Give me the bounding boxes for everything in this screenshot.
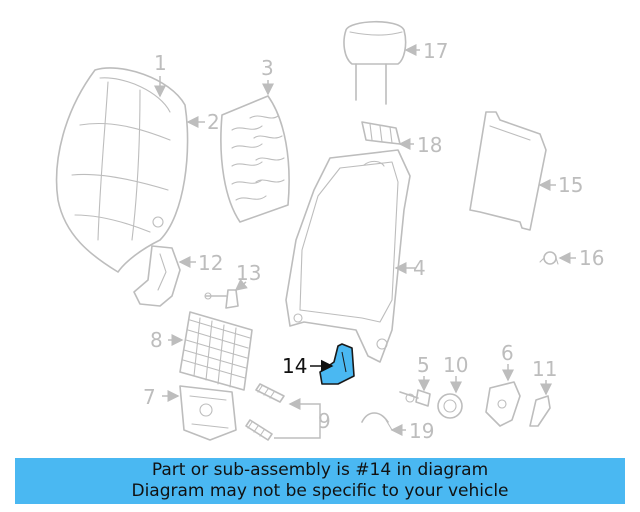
recliner-bracket [485, 381, 521, 427]
callout-12: 12 [198, 251, 223, 275]
lumbar-motor [179, 385, 237, 441]
seat-back-frame [285, 149, 411, 363]
pin [204, 289, 239, 309]
callout-7: 7 [143, 385, 156, 409]
info-banner: Part or sub-assembly is #14 in diagram D… [15, 458, 625, 504]
callout-4: 4 [413, 256, 426, 280]
callout-1: 1 [154, 51, 167, 75]
headrest [343, 20, 407, 105]
callout-2: 2 [207, 110, 220, 134]
callout-10: 10 [443, 353, 468, 377]
callout-11: 11 [532, 357, 557, 381]
knob [437, 393, 463, 419]
lumbar-pad [220, 95, 290, 223]
callout-13: 13 [236, 261, 261, 285]
banner-line-2: Diagram may not be specific to your vehi… [131, 481, 509, 501]
callout-8: 8 [150, 328, 163, 352]
part-14-bracket [319, 343, 355, 385]
callout-16: 16 [579, 246, 604, 270]
seat-back-cover [55, 67, 189, 273]
side-bracket [133, 245, 181, 307]
callout-6: 6 [501, 341, 514, 365]
callout-18: 18 [417, 133, 442, 157]
banner-line-1: Part or sub-assembly is #14 in diagram [151, 460, 489, 480]
lumbar-mesh [179, 311, 253, 391]
lumbar-cables [245, 383, 285, 441]
bolt [399, 389, 431, 407]
callout-9: 9 [318, 409, 331, 433]
trim-cover [529, 395, 551, 427]
callout-19: 19 [409, 419, 434, 443]
wire-clip [361, 412, 393, 431]
callout-15: 15 [558, 173, 583, 197]
headrest-guide [361, 121, 401, 145]
seat-parts-diagram: 1 2 3 17 18 15 16 4 [55, 20, 604, 443]
callout-17: 17 [423, 39, 448, 63]
callout-14: 14 [282, 354, 307, 378]
callout-3: 3 [261, 56, 274, 80]
callout-5: 5 [417, 353, 430, 377]
clip [539, 251, 559, 265]
back-panel [469, 111, 547, 231]
